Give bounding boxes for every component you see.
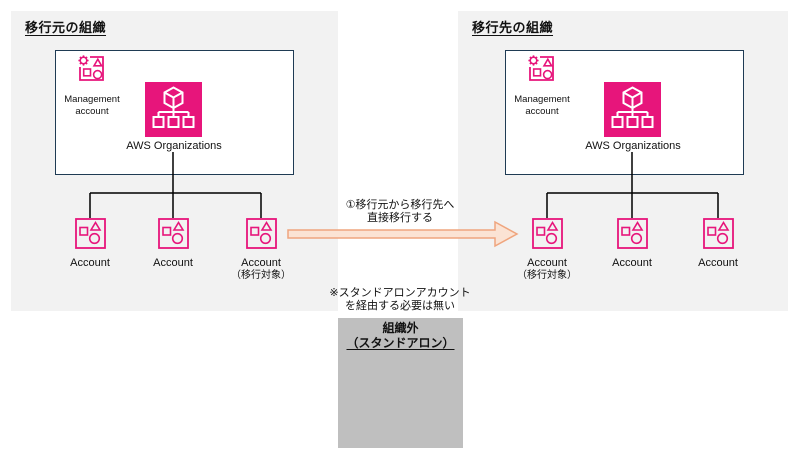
aws-organizations-icon	[604, 82, 661, 137]
outside-org-standalone-box: 組織外 （スタンドアロン）	[338, 318, 463, 448]
migration-arrow-caption: ①移行元から移行先へ 直接移行する	[298, 199, 502, 226]
account-label: Account	[698, 257, 738, 269]
aws-organizations-icon	[145, 82, 202, 137]
management-account-icon	[75, 52, 108, 85]
account-label: Account	[241, 257, 281, 269]
account-node: Account	[128, 218, 218, 270]
standalone-note-line2: を経由する必要は無い	[345, 299, 455, 312]
account-node: Account	[587, 218, 677, 270]
source-org-title: 移行元の組織	[25, 20, 107, 35]
account-node: Account	[673, 218, 763, 270]
target-org-title: 移行先の組織	[472, 20, 554, 35]
migration-arrow-caption-line1: ①移行元から移行先へ	[345, 199, 455, 211]
account-label: Account	[153, 257, 193, 269]
account-icon	[157, 218, 189, 249]
account-icon	[74, 218, 106, 249]
account-sublabel: （移行対象）	[517, 270, 577, 282]
account-node: Account	[45, 218, 135, 270]
account-node-migration-target: Account （移行対象）	[502, 218, 592, 282]
target-org-panel: 移行先の組織 Management account	[458, 11, 788, 311]
standalone-note: ※スタンドアロンアカウント を経由する必要は無い	[298, 287, 502, 313]
account-label: Account	[527, 257, 567, 269]
source-org-panel: 移行元の組織 Management account	[11, 11, 338, 311]
account-icon	[245, 218, 277, 249]
management-account-icon	[525, 52, 558, 85]
management-account-label: Management account	[64, 94, 120, 117]
account-sublabel: （移行対象）	[231, 270, 291, 282]
outside-org-label: 組織外	[382, 321, 419, 335]
standalone-note-line1: ※スタンドアロンアカウント	[329, 287, 471, 299]
management-account-label: Management account	[514, 94, 570, 117]
migration-arrow-icon	[287, 220, 519, 248]
account-icon	[616, 218, 648, 249]
account-label: Account	[70, 257, 110, 269]
source-org-box: Management account AWS Organizations	[55, 50, 294, 175]
standalone-label: （スタンドアロン）	[346, 336, 455, 350]
aws-organizations-label: AWS Organizations	[126, 140, 222, 152]
account-icon	[702, 218, 734, 249]
account-node-migration-target: Account （移行対象）	[216, 218, 306, 282]
account-label: Account	[612, 257, 652, 269]
aws-organizations-label: AWS Organizations	[585, 140, 681, 152]
account-icon	[531, 218, 563, 249]
migration-arrow-caption-line2: 直接移行する	[367, 212, 433, 225]
target-org-box: Management account AWS Organizations	[505, 50, 744, 175]
